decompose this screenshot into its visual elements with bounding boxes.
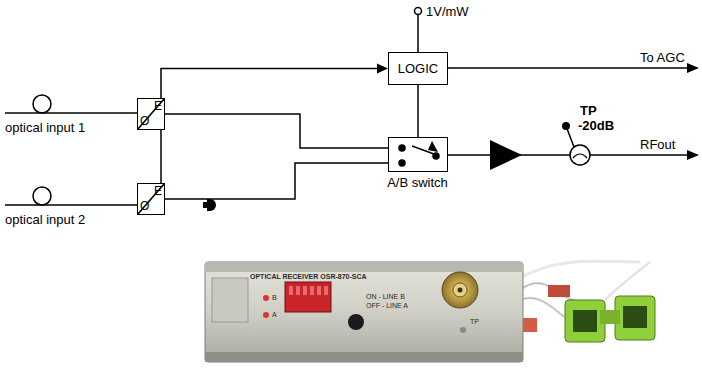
connector-line xyxy=(160,130,162,183)
ab-switch-box: A/B switch xyxy=(388,137,448,172)
signal-label: TP xyxy=(580,103,597,118)
oe-converter: OE xyxy=(137,183,165,215)
connector-line xyxy=(165,163,388,199)
oe-letter: E xyxy=(154,185,162,198)
oe-converter: OE xyxy=(137,98,165,130)
logic-label: LOGIC xyxy=(398,61,438,76)
connector-symbol xyxy=(203,199,216,211)
signal-label: optical input 2 xyxy=(5,212,85,227)
panel-text: B xyxy=(272,294,277,302)
signal-label: -20dB xyxy=(578,118,614,133)
oe-letter: E xyxy=(154,100,162,113)
switch-label: A/B switch xyxy=(387,175,448,190)
signal-connector xyxy=(161,64,388,99)
receiver-photo xyxy=(205,261,655,362)
arrow-head xyxy=(377,64,388,74)
signal-label: RFout xyxy=(640,137,675,152)
signal-connector xyxy=(418,85,419,137)
signal-label: optical input 1 xyxy=(5,120,85,135)
panel-text: OFF - LINE A xyxy=(366,302,408,310)
panel-text: ON - LINE B xyxy=(366,293,405,301)
panel-text: A xyxy=(272,311,277,319)
panel-text: OPTICAL RECEIVER OSR-870-SCA xyxy=(250,273,367,281)
signal-label: To AGC xyxy=(640,50,685,65)
oe-diagonal-line xyxy=(138,184,164,214)
panel-text: TP xyxy=(470,318,479,326)
oe-letter: O xyxy=(140,200,149,213)
logic-box: LOGIC xyxy=(388,52,448,85)
oe-diagonal-line xyxy=(138,99,164,129)
fibre-input xyxy=(5,95,137,205)
connector-line xyxy=(165,114,388,148)
rf-output xyxy=(448,122,699,170)
signal-connector xyxy=(161,130,162,183)
switch-symbol xyxy=(399,141,439,166)
signal-connector xyxy=(165,163,388,199)
signal-label: 1V/mW xyxy=(426,4,469,19)
test-pin xyxy=(415,8,422,53)
connector-line xyxy=(417,85,419,137)
connector-line xyxy=(161,69,379,99)
signal-connector xyxy=(165,114,388,148)
oe-letter: O xyxy=(140,115,149,128)
